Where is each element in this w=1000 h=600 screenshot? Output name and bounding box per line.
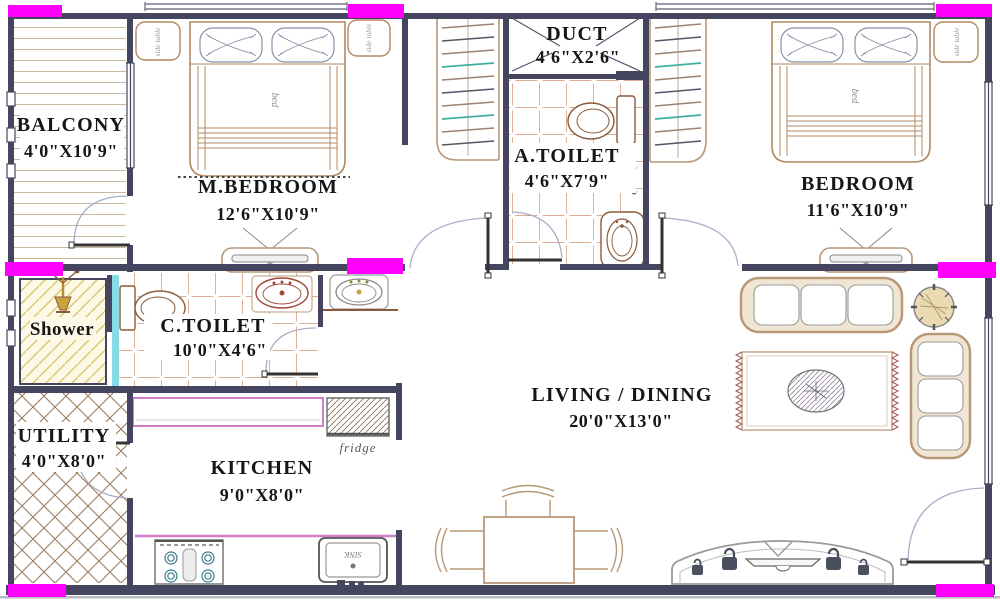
side-table-icon: side table bbox=[347, 19, 391, 57]
window-icon bbox=[126, 62, 135, 169]
washbasin-icon bbox=[322, 274, 398, 311]
projection-lines bbox=[144, 2, 935, 11]
room-label-c-toilet: C.TOILET bbox=[160, 315, 265, 337]
toilet-wc-icon bbox=[567, 95, 636, 145]
side-table-icon: side table bbox=[135, 21, 181, 61]
label-backing bbox=[510, 143, 636, 193]
dining-table-icon bbox=[483, 516, 575, 584]
column-marker bbox=[936, 4, 992, 17]
chair-icon bbox=[501, 484, 555, 517]
label-backing bbox=[144, 314, 270, 360]
sofa-icon bbox=[909, 332, 972, 460]
room-label-duct: DUCT bbox=[546, 23, 607, 45]
side-table-icon: side table bbox=[933, 21, 979, 63]
window-icon bbox=[984, 81, 993, 206]
room-dims-balcony: 4'0"X10'9" bbox=[24, 141, 118, 161]
potted-plant-icon bbox=[911, 284, 957, 330]
room-label-m-bedroom: M.BEDROOM bbox=[198, 176, 338, 198]
door-balcony bbox=[68, 195, 130, 249]
washbasin-icon bbox=[251, 275, 313, 313]
fridge-icon: fridge bbox=[326, 397, 390, 455]
room-label-utility: UTILITY bbox=[18, 425, 111, 447]
master-bed-icon: bed bbox=[178, 21, 350, 178]
sofa-icon bbox=[739, 276, 904, 334]
shower-glass-partition bbox=[112, 275, 119, 387]
label-backing bbox=[30, 317, 96, 340]
column-marker bbox=[936, 584, 994, 597]
bed-label: bed bbox=[849, 89, 860, 104]
room-dims-duct: 4'6"X2'6" bbox=[536, 47, 620, 67]
label-backing bbox=[20, 112, 124, 164]
chair-icon bbox=[434, 527, 484, 573]
room-dims-c-toilet: 10'0"X4'6" bbox=[173, 340, 267, 360]
door-a-toilet bbox=[508, 211, 563, 262]
door-c-toilet bbox=[261, 327, 318, 378]
room-dims-kitchen: 9'0"X8'0" bbox=[220, 485, 304, 505]
label-backing bbox=[16, 422, 116, 472]
window-icon bbox=[984, 317, 993, 485]
utility-floor bbox=[14, 393, 127, 583]
sink-label: SINK bbox=[344, 550, 362, 559]
room-labels: BALCONY 4'0"X10'9" M.BEDROOM 12'6"X10'9"… bbox=[16, 23, 915, 505]
side-table-label: side table bbox=[364, 23, 373, 53]
column-marker bbox=[5, 262, 63, 276]
stove-icon bbox=[154, 539, 224, 585]
column-marker bbox=[347, 258, 403, 274]
bed-icon: bed bbox=[771, 21, 931, 163]
room-label-a-toilet: A.TOILET bbox=[514, 145, 619, 167]
room-dims-a-toilet: 4'6"X7'9" bbox=[525, 171, 609, 191]
door-main-entrance bbox=[900, 487, 991, 566]
room-label-bedroom: BEDROOM bbox=[801, 173, 915, 195]
column-marker bbox=[938, 262, 996, 278]
duct-cross-lines bbox=[511, 17, 641, 72]
furniture-layer: bed side table side table bbox=[46, 14, 979, 587]
entrance-console-icon bbox=[671, 540, 894, 585]
column-marker bbox=[348, 4, 404, 18]
room-label-balcony: BALCONY bbox=[17, 114, 125, 136]
room-label-shower: Shower bbox=[30, 319, 94, 340]
door-m-bedroom bbox=[409, 212, 492, 279]
door-bedroom bbox=[658, 212, 739, 279]
plinth-line bbox=[0, 596, 1000, 599]
room-dims-m-bedroom: 12'6"X10'9" bbox=[216, 204, 320, 224]
rug-icon bbox=[734, 351, 900, 431]
wardrobe-icon bbox=[436, 14, 500, 161]
side-table-label: side table bbox=[153, 27, 162, 57]
room-dims-living-dining: 20'0"X13'0" bbox=[569, 411, 673, 431]
column-marker bbox=[8, 584, 66, 597]
fridge-label: fridge bbox=[339, 440, 376, 455]
room-label-kitchen: KITCHEN bbox=[211, 457, 314, 479]
room-dims-utility: 4'0"X8'0" bbox=[22, 451, 106, 471]
column-marker bbox=[8, 5, 62, 17]
washbasin-icon bbox=[600, 211, 645, 269]
bed-label: bed bbox=[269, 93, 280, 108]
side-table-label: side table bbox=[952, 27, 961, 57]
room-dims-bedroom: 11'6"X10'9" bbox=[807, 200, 910, 220]
chair-icon bbox=[574, 527, 624, 573]
column-markers bbox=[5, 4, 996, 597]
vent-icon bbox=[6, 91, 16, 347]
sink-icon: SINK bbox=[318, 537, 388, 587]
room-label-living-dining: LIVING / DINING bbox=[531, 384, 712, 406]
wardrobe-icon bbox=[649, 14, 707, 163]
